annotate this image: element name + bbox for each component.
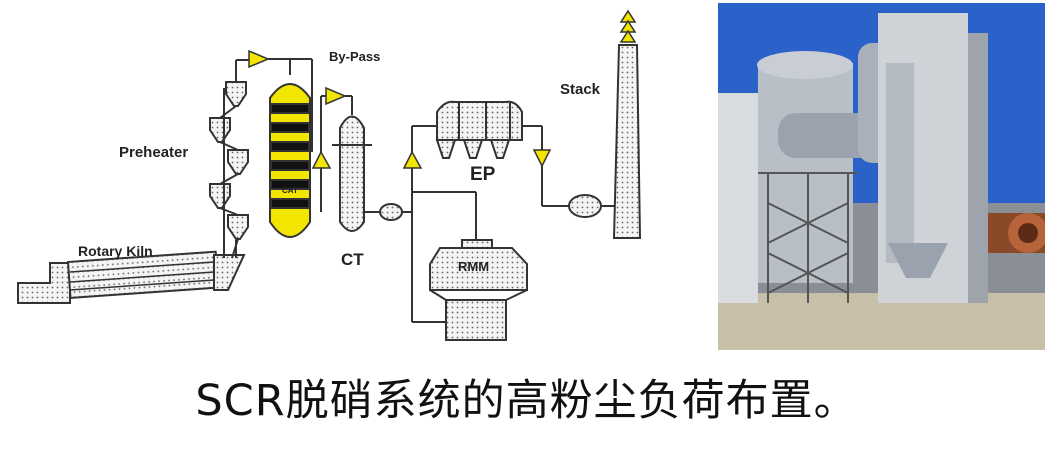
conditioning-tower	[332, 115, 372, 232]
rotary-kiln	[17, 250, 246, 304]
scr-process-diagram: By-Pass Preheater Rotary Kiln CAT CT EP …	[17, 9, 642, 341]
label-ct: CT	[341, 250, 364, 269]
caption: SCR脱硝系统的高粉尘负荷布置。	[195, 376, 858, 426]
plant-photo	[718, 3, 1045, 350]
label-preheater: Preheater	[119, 144, 188, 161]
ducts	[235, 58, 614, 323]
valves	[248, 9, 637, 169]
stack	[612, 44, 642, 239]
label-cat: CAT	[282, 186, 298, 195]
label-rmm: RMM	[458, 259, 489, 274]
preheater-cyclones	[209, 59, 265, 259]
electrostatic-precipitator	[435, 100, 523, 159]
raw-meal-mill	[429, 239, 528, 341]
cat-reactor	[269, 83, 311, 238]
label-ep: EP	[470, 164, 496, 185]
label-bypass: By-Pass	[329, 49, 380, 64]
label-stack: Stack	[560, 81, 601, 98]
fans	[379, 194, 602, 221]
label-rotary-kiln: Rotary Kiln	[78, 243, 153, 259]
